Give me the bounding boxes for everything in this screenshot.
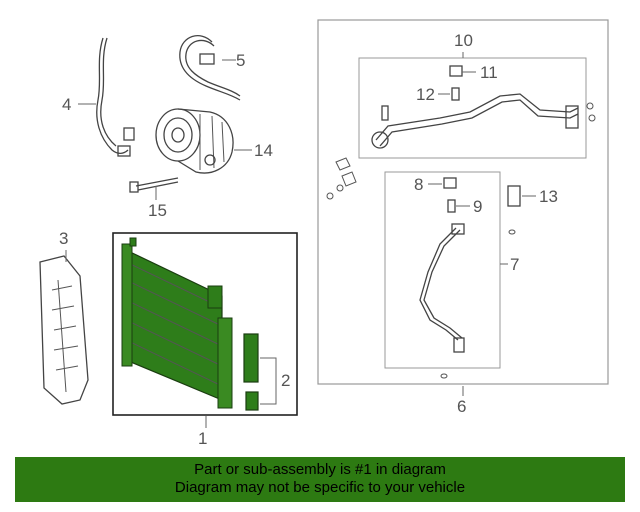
info-banner: Part or sub-assembly is #1 in diagram Di… <box>15 457 625 502</box>
group-box-7 <box>384 171 501 369</box>
callout-6: 6 <box>457 397 467 416</box>
leader-lines <box>65 52 536 428</box>
callout-2: 2 <box>281 371 291 390</box>
group-box-1 <box>112 232 298 416</box>
group-box-6 <box>317 19 609 385</box>
cap-part-8[interactable] <box>443 177 457 189</box>
receiver-dryer-part-2[interactable] <box>243 333 259 411</box>
pipe-part-10[interactable] <box>371 93 579 149</box>
bolt-part-15[interactable] <box>129 177 179 193</box>
cap-part-11[interactable] <box>449 65 463 77</box>
callout-15: 15 <box>148 201 167 220</box>
banner-line-2: Diagram may not be specific to your vehi… <box>174 479 466 496</box>
callout-14: 14 <box>254 141 273 160</box>
banner-line-1: Part or sub-assembly is #1 in diagram <box>194 461 446 478</box>
parts-diagram <box>39 19 609 428</box>
callout-1: 1 <box>198 429 208 448</box>
callout-5: 5 <box>236 51 246 70</box>
hose-part-4[interactable] <box>96 37 135 157</box>
hose-part-5[interactable] <box>179 35 241 101</box>
callout-10: 10 <box>454 31 473 50</box>
callout-4: 4 <box>62 95 72 114</box>
fitting-part-13[interactable] <box>507 185 521 207</box>
bracket-part-3[interactable] <box>39 255 89 405</box>
callout-11: 11 <box>480 63 498 82</box>
valve-part-9[interactable] <box>447 199 456 213</box>
callout-8: 8 <box>414 175 424 194</box>
callout-3: 3 <box>59 229 69 248</box>
condenser-part-1[interactable] <box>121 237 233 409</box>
callout-7: 7 <box>510 255 520 274</box>
callout-9: 9 <box>473 197 483 216</box>
callout-12: 12 <box>416 85 435 104</box>
valve-part-12[interactable] <box>451 87 460 101</box>
compressor-part-14[interactable] <box>155 108 234 174</box>
callout-13: 13 <box>539 187 558 206</box>
clips <box>326 102 596 379</box>
pipe-part-7[interactable] <box>419 223 465 353</box>
group-box-10 <box>358 57 587 159</box>
